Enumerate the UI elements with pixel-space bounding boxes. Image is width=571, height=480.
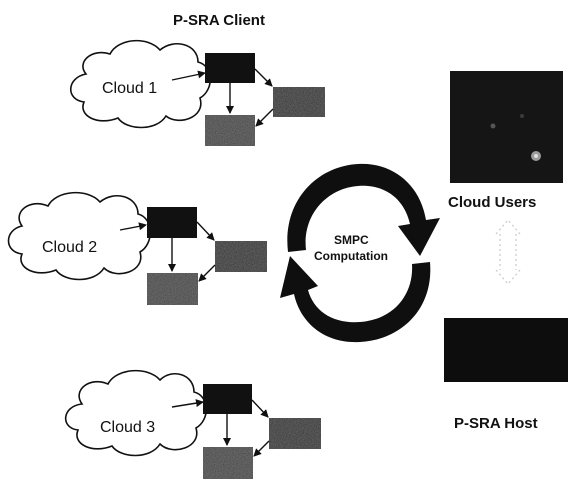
cloud-3-shape: [64, 369, 208, 457]
cloud-2-primary-box: [147, 207, 197, 238]
cloud-1-label: Cloud 1: [102, 80, 157, 97]
cloud-2-arrow: [119, 222, 147, 231]
cloud-group-3: Cloud 3: [64, 369, 321, 479]
smpc-bottom-arc: [280, 256, 431, 343]
cloud-1-primary-box: [205, 53, 255, 83]
p-sra-host-panel: P-SRA Host: [444, 318, 568, 432]
cloud-group-2: Cloud 2: [7, 191, 267, 305]
cloud-2-label: Cloud 2: [42, 239, 97, 256]
cloud-3-right-arrow: [251, 399, 269, 418]
link-double-arrow-icon: [495, 219, 521, 285]
cloud-3-primary-box: [203, 384, 252, 414]
cloud-users-image: [450, 71, 563, 183]
p-sra-host-box: [444, 318, 568, 382]
smpc-cycle: SMPC Computation: [280, 163, 440, 343]
diagram-title: P-SRA Client: [173, 12, 265, 29]
cloud-1-back-arrow: [255, 108, 274, 127]
cloud-3-label: Cloud 3: [100, 419, 155, 436]
smpc-label-line2: Computation: [314, 249, 388, 263]
p-sra-host-label: P-SRA Host: [454, 415, 538, 432]
cloud-3-arrow: [171, 399, 204, 408]
cloud-2-back-arrow: [198, 264, 216, 282]
cloud-1-right-arrow: [254, 68, 273, 87]
cloud-1-arrow: [171, 70, 206, 81]
cloud-2-shape: [7, 191, 152, 281]
cloud-1-shape: [69, 39, 212, 129]
cloud-3-back-arrow: [253, 440, 270, 457]
smpc-top-arc: [287, 163, 440, 256]
cloud-2-right-arrow: [196, 221, 215, 241]
cloud-users-label: Cloud Users: [448, 194, 536, 211]
smpc-label-line1: SMPC: [334, 233, 369, 247]
cloud-group-1: Cloud 1: [69, 39, 325, 146]
cloud-users-panel: Cloud Users: [448, 71, 563, 211]
